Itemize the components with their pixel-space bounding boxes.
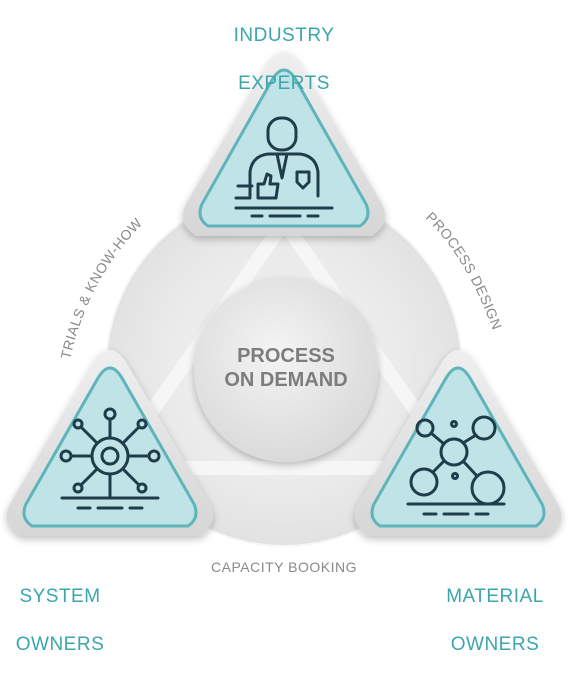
gear-network-icon (59, 407, 161, 510)
node-label-left-line2: OWNERS (15, 634, 105, 655)
triangle-node-left (6, 350, 214, 536)
center-label-line2: ON DEMAND (224, 369, 347, 391)
expert-thumbs-up-icon (234, 116, 334, 218)
center-label-line1: PROCESS (237, 345, 335, 367)
node-label-top: INDUSTRY EXPERTS (184, 0, 384, 120)
process-diagram: PROCESS ON DEMAND TRIALS & KNOW-HOW PROC… (6, 52, 562, 575)
triangle-node-top (182, 52, 386, 236)
node-label-left-line1: SYSTEM (19, 586, 101, 607)
molecule-icon (406, 415, 506, 516)
node-label-right-line2: OWNERS (450, 634, 540, 655)
node-label-left: SYSTEM OWNERS (0, 561, 120, 681)
triangle-node-right (354, 350, 562, 536)
node-label-right: MATERIAL OWNERS (425, 561, 565, 681)
center-circle (194, 278, 378, 462)
node-label-right-line1: MATERIAL (446, 586, 544, 607)
node-label-top-line1: INDUSTRY (233, 25, 335, 46)
node-label-top-line2: EXPERTS (238, 73, 330, 94)
edge-label-bottom: CAPACITY BOOKING (211, 559, 357, 575)
